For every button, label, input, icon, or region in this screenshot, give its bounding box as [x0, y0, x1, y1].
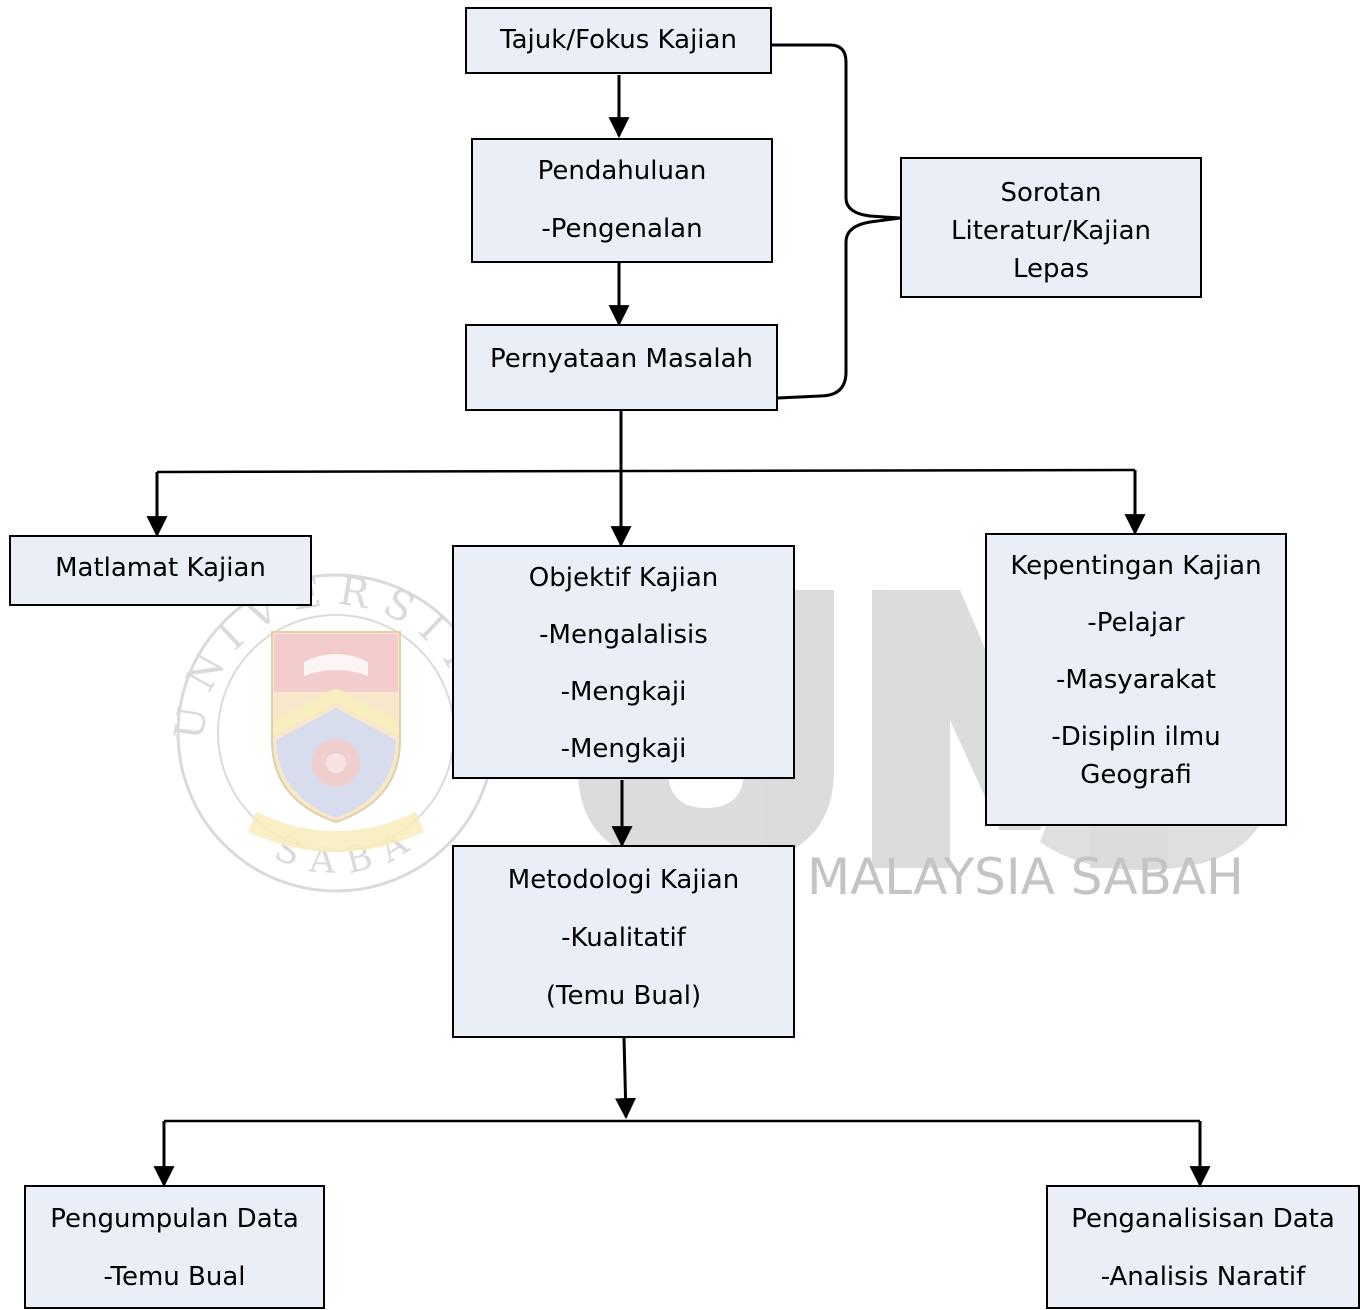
- pengumpulan-line-1: Pengumpulan Data: [50, 1204, 299, 1234]
- pernyataan-box: Pernyataan Masalah: [465, 324, 778, 411]
- arrow-metodologi-branch: [615, 1037, 637, 1120]
- sorotan-line-1: Sorotan: [1000, 178, 1102, 208]
- kepentingan-line-5: Geografi: [1080, 760, 1192, 790]
- objektif-line-1: Objektif Kajian: [528, 563, 719, 593]
- pendahuluan-box: Pendahuluan -Pengenalan: [471, 138, 773, 263]
- metodologi-line-2: -Kualitatif: [561, 923, 686, 953]
- penganalisisan-box: Penganalisisan Data -Analisis Naratif: [1046, 1185, 1360, 1309]
- pendahuluan-line-2: -Pengenalan: [541, 214, 703, 244]
- objektif-box: Objektif Kajian -Mengalalisis -Mengkaji …: [452, 545, 795, 779]
- tajuk-box: Tajuk/Fokus Kajian: [465, 7, 772, 74]
- metodologi-box: Metodologi Kajian -Kualitatif (Temu Bual…: [452, 845, 795, 1038]
- metodologi-line-3: (Temu Bual): [545, 981, 702, 1011]
- kepentingan-box: Kepentingan Kajian -Pelajar -Masyarakat …: [985, 533, 1287, 826]
- brace-to-sorotan: [772, 43, 901, 400]
- penganalisisan-line-2: -Analisis Naratif: [1100, 1262, 1306, 1292]
- sorotan-line-3: Lepas: [1012, 254, 1089, 284]
- pengumpulan-line-2: -Temu Bual: [103, 1262, 246, 1292]
- sorotan-box: Sorotan Literatur/Kajian Lepas: [900, 157, 1202, 298]
- objektif-line-3: -Mengkaji: [560, 677, 687, 707]
- pendahuluan-line-1: Pendahuluan: [537, 156, 707, 186]
- kepentingan-line-4: -Disiplin ilmu: [1051, 722, 1221, 752]
- matlamat-box: Matlamat Kajian: [9, 535, 312, 606]
- penganalisisan-line-1: Penganalisisan Data: [1071, 1204, 1335, 1234]
- objektif-line-2: -Mengalalisis: [539, 620, 708, 650]
- branch-line-top: [156, 468, 1136, 474]
- sorotan-line-2: Literatur/Kajian: [950, 216, 1152, 246]
- metodologi-line-1: Metodologi Kajian: [507, 865, 740, 895]
- kepentingan-line-3: -Masyarakat: [1056, 665, 1216, 695]
- tajuk-line-1: Tajuk/Fokus Kajian: [500, 25, 737, 55]
- objektif-line-4: -Mengkaji: [560, 734, 687, 764]
- kepentingan-line-2: -Pelajar: [1087, 608, 1185, 638]
- pengumpulan-box: Pengumpulan Data -Temu Bual: [24, 1185, 325, 1309]
- pernyataan-line-1: Pernyataan Masalah: [489, 344, 754, 374]
- kepentingan-line-1: Kepentingan Kajian: [1010, 551, 1262, 581]
- matlamat-line-1: Matlamat Kajian: [55, 553, 266, 583]
